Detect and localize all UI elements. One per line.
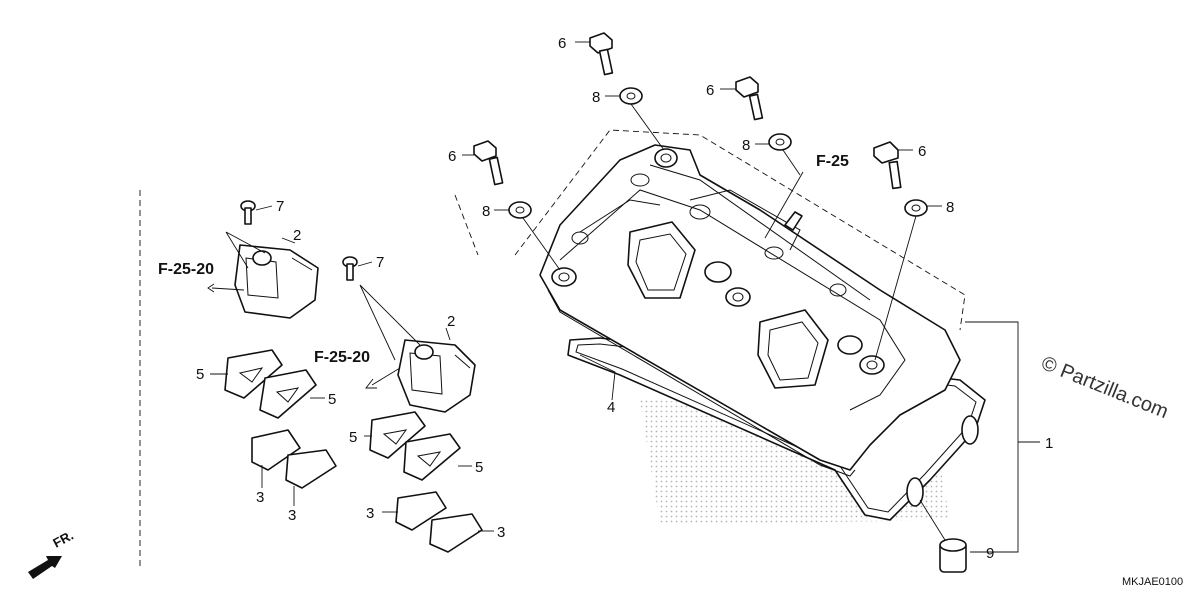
cover-collar <box>939 538 967 573</box>
cover-washer-4 <box>904 199 928 217</box>
cover-plate-4 <box>429 513 483 553</box>
cover-bolt-1 <box>589 32 614 76</box>
callout-bolt-7: 7 <box>276 198 284 215</box>
ignition-coil-2 <box>397 339 476 413</box>
plug-seal-1 <box>224 349 283 399</box>
cover-plate-2 <box>285 449 337 489</box>
callout-bolt-6: 6 <box>918 143 926 160</box>
callout-bolt-6: 6 <box>558 35 566 52</box>
callout-bolt-7: 7 <box>376 254 384 271</box>
front-direction-marker: FR. <box>28 528 76 579</box>
ignition-coil-1 <box>234 244 319 319</box>
callout-bolt-6: 6 <box>448 148 456 165</box>
cover-bolt-2 <box>735 76 764 121</box>
reference-f25-20: F-25-20 <box>314 349 370 366</box>
callout-plate-3: 3 <box>497 524 505 541</box>
cover-dashed-outline <box>514 129 966 331</box>
cover-washer-3 <box>508 201 532 219</box>
cover-dashed-outline-left <box>454 194 479 256</box>
plug-seal-4 <box>403 433 461 481</box>
cover-plate-1 <box>251 429 301 471</box>
callout-plate-3: 3 <box>366 505 374 522</box>
reference-f25: F-25 <box>816 153 849 170</box>
callout-coil-2: 2 <box>293 227 301 244</box>
partzilla-watermark: © Partzilla.com <box>1038 352 1171 423</box>
callout-washer-8: 8 <box>742 137 750 154</box>
coil-bolt-2 <box>342 256 358 281</box>
callout-coil-2: 2 <box>447 313 455 330</box>
cover-bolt-4 <box>873 141 902 190</box>
callout-seal-5: 5 <box>328 391 336 408</box>
callout-cover-1: 1 <box>1045 435 1053 452</box>
plug-seal-2 <box>259 369 317 419</box>
diagram-code: MKJAE0100 <box>1122 576 1183 588</box>
cover-plate-3 <box>395 491 447 531</box>
callout-plate-3: 3 <box>256 489 264 506</box>
cover-washer-1 <box>619 87 643 105</box>
callout-washer-8: 8 <box>946 199 954 216</box>
callout-bolt-6: 6 <box>706 82 714 99</box>
callout-seal-5: 5 <box>475 459 483 476</box>
callout-plate-3: 3 <box>288 507 296 524</box>
coil-bolt-1 <box>240 200 256 225</box>
reference-f25-20: F-25-20 <box>158 261 214 278</box>
callout-collar-9: 9 <box>986 545 994 562</box>
cylinder-head-cover <box>539 144 961 477</box>
cover-bolt-3 <box>473 140 504 186</box>
front-marker-label: FR. <box>50 528 76 551</box>
cover-washer-2 <box>768 133 792 151</box>
callout-washer-8: 8 <box>482 203 490 220</box>
callout-seal-5: 5 <box>349 429 357 446</box>
callout-seal-5: 5 <box>196 366 204 383</box>
callout-gasket-4: 4 <box>607 399 615 416</box>
callout-washer-8: 8 <box>592 89 600 106</box>
